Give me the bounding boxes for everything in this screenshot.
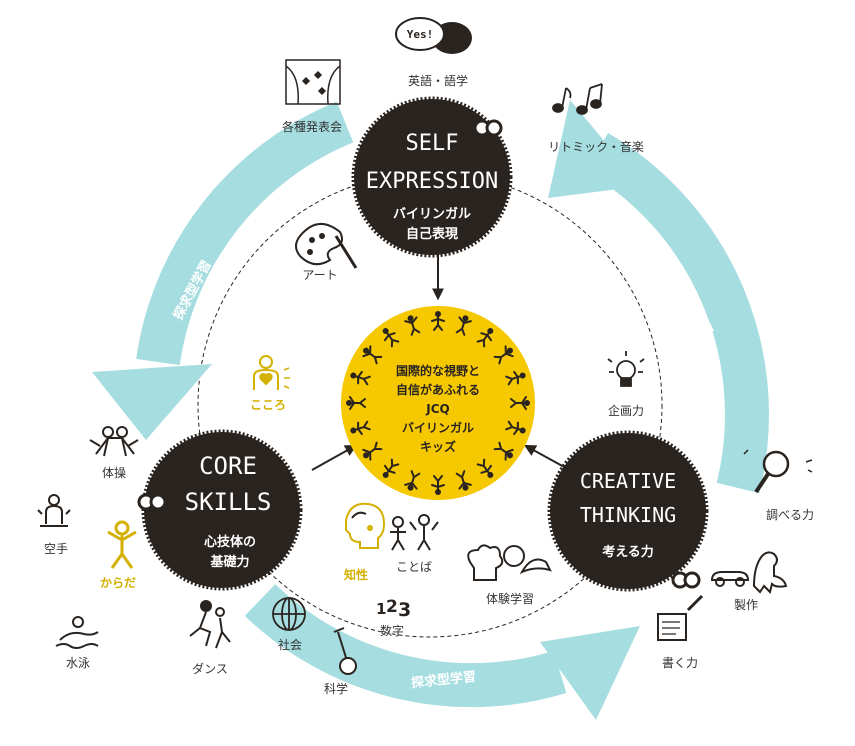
label-research: 調べる力 [765,508,815,522]
label-body: からだ [99,576,137,590]
kids-ring-figures [346,311,530,495]
heart-person-icon [253,355,290,390]
kid-figure [476,328,494,348]
kid-figure [493,441,514,461]
core-title-2: SKILLS [185,488,272,516]
svg-text:2: 2 [386,597,398,617]
label-writing: 書く力 [661,656,699,670]
kid-figure [455,470,472,491]
label-karate: 空手 [43,542,69,556]
experience-icon [467,544,552,581]
kid-figure [431,475,445,495]
kid-figure [510,396,530,410]
dancers-icon [189,600,231,649]
flask-icon [333,627,357,675]
gymnastics-icon [89,426,139,457]
label-rhythmic: リトミック・音楽 [548,140,644,154]
kid-figure [362,441,383,461]
label-recital: 各種発表会 [281,120,343,134]
label-dance: ダンス [192,662,228,676]
node-self-expression: SELF EXPRESSION バイリンガル 自己表現 [351,96,513,258]
label-experience: 体験学習 [485,592,535,606]
infinity-icon [137,493,167,511]
label-art: アート [302,268,338,282]
kid-figure [493,345,514,365]
infinity-icon [671,571,701,589]
creative-title-2: THINKING [580,503,676,527]
svg-text:1: 1 [376,600,386,618]
kid-figure [346,396,366,410]
cycle-arrow-bottom [244,584,640,720]
center-line-1: 国際的な視野と [396,363,480,378]
connector-creative-center [523,444,567,469]
cycle-arrow-right [548,100,769,494]
kid-figure [382,458,400,478]
kid-figure [505,420,526,436]
kid-figure [382,328,400,348]
label-numbers: 数字 [379,624,405,638]
label-heart: こころ [249,398,287,412]
lightbulb-icon [607,351,645,387]
infinity-icon [473,119,503,137]
label-intellect: 知性 [343,568,369,582]
arrow-label-bottom: 探求型学習 [410,669,476,692]
self-sub-2: 自己表現 [406,226,458,242]
center-line-5: キッズ [420,439,456,454]
creative-sub-1: 考える力 [602,544,654,560]
kid-figure [404,470,421,491]
head-icon [345,502,386,549]
palette-icon [295,223,358,269]
core-title-1: CORE [199,452,257,480]
creative-title-1: CREATIVE [580,469,676,493]
kid-figure [455,315,472,336]
label-planning: 企画力 [607,404,645,418]
label-society: 社会 [277,638,303,652]
toy-dinosaur-icon [710,551,788,594]
connector-core-center [311,444,358,471]
body-figure-icon [107,520,137,569]
label-making: 製作 [733,598,759,612]
stage-curtain-icon [285,59,341,105]
scroll-pen-icon [657,594,704,641]
center-circle: 国際的な視野と 自信があふれる JCQ バイリンガル キッズ [341,306,535,500]
numbers-icon: 1 2 3 [376,597,411,621]
kid-figure [404,315,421,336]
label-swim: 水泳 [65,656,91,670]
karate-icon [37,494,71,527]
self-title-1: SELF [406,131,459,156]
kid-figure [350,420,371,436]
speech-bubble-icon: Yes! [395,17,472,54]
label-science: 科学 [323,682,349,696]
label-gym: 体操 [101,466,127,480]
swimmer-icon [55,616,99,649]
self-sub-1: バイリンガル [393,207,471,222]
core-sub-1: 心技体の [204,534,256,550]
kid-figure [431,311,445,331]
music-notes-icon [552,83,603,115]
svg-text:3: 3 [398,599,411,621]
label-english: 英語・語学 [407,74,469,88]
globe-icon [272,597,306,631]
center-line-3: JCQ [425,402,449,416]
node-core-skills: CORE SKILLS 心技体の 基礎力 [141,429,303,591]
magnifier-icon [743,449,813,494]
center-line-4: バイリンガル [402,420,474,435]
self-title-2: EXPRESSION [366,169,498,194]
label-words: ことば [395,560,433,574]
kids-playing-icon [390,514,439,551]
kid-figure [505,370,526,386]
kid-figure [362,345,383,365]
cycle-arrow-left [92,101,354,440]
node-creative-thinking: CREATIVE THINKING 考える力 [547,430,709,592]
core-sub-2: 基礎力 [209,554,249,570]
speech-bubble-text: Yes! [407,28,434,41]
center-line-2: 自信があふれる [396,382,480,397]
kid-figure [350,370,371,386]
kid-figure [476,458,494,478]
